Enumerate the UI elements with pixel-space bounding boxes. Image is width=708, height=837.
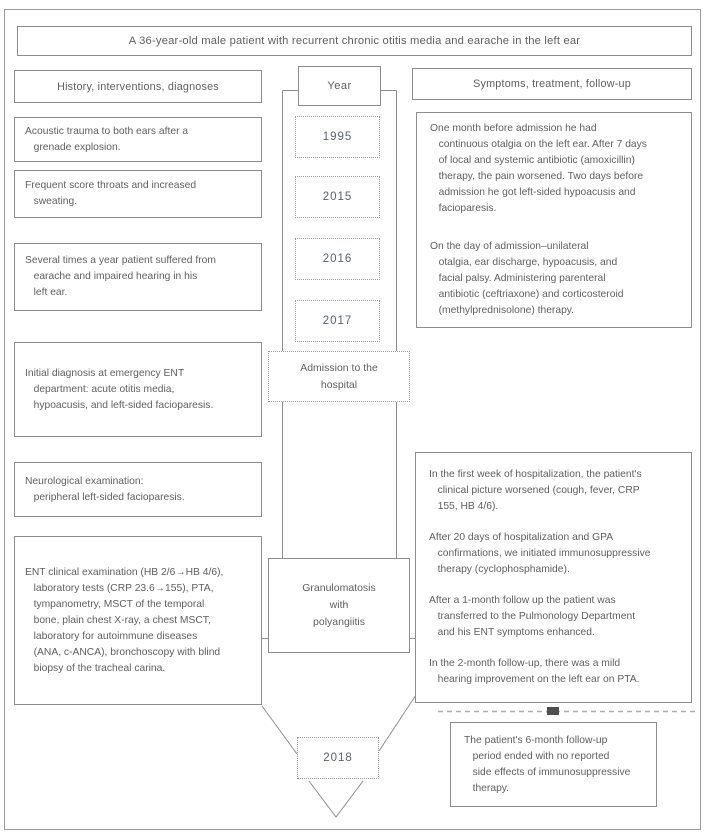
history-box-text: Frequent score throats and increased swe… [25,180,197,207]
history-box-text: Initial diagnosis at emergency ENT depar… [25,367,214,411]
history-box-neurological-exam: Neurological examination: peripheral lef… [14,462,262,517]
history-box-initial-diagnosis: Initial diagnosis at emergency ENT depar… [14,342,262,437]
history-box-text: Acoustic trauma to both ears after a gre… [25,125,189,153]
right-column-header-text: Symptoms, treatment, follow-up [473,78,631,90]
symptoms-paragraph: In the 2-month follow-up, there was a mi… [429,658,640,685]
history-box-text: ENT clinical examination (HB 2/6→HB 4/6)… [25,566,224,674]
separator-marker [547,707,559,715]
year-node-2016: 2016 [295,238,380,280]
history-box-acoustic-trauma: Acoustic trauma to both ears after a gre… [14,117,262,162]
symptoms-paragraph: In the first week of hospitalization, th… [429,469,642,512]
history-box-text: Several times a year patient suffered fr… [25,255,216,298]
year-column-header: Year [298,66,381,106]
left-column-header-text: History, interventions, diagnoses [57,80,219,93]
follow-up-text: The patient's 6-month follow-up period e… [464,734,631,794]
history-box-sore-throats: Frequent score throats and increased swe… [14,170,262,218]
year-node-2018: 2018 [297,737,379,779]
diagnosis-label: Granulomatosis with polyangiitis [302,582,376,628]
funnel-right-line [378,694,417,752]
year-label: 2017 [322,315,353,327]
funnel-left-line [261,705,298,755]
title-box: A 36-year-old male patient with recurren… [17,26,692,56]
year-column-header-text: Year [327,80,352,92]
history-box-text: Neurological examination: peripheral lef… [25,475,185,503]
symptoms-paragraph: On the day of admission–unilateral otalg… [430,241,624,316]
follow-up-box: The patient's 6-month follow-up period e… [450,722,657,807]
symptoms-paragraph: After 20 days of hospitalization and GPA… [429,532,651,575]
year-node-2017: 2017 [295,300,380,342]
year-label: 1995 [322,131,353,143]
year-label: 2015 [322,191,353,203]
diagnosis-node: Granulomatosis with polyangiitis [268,558,410,653]
figure-border [4,9,701,830]
admission-node: Admission to the hospital [268,351,410,402]
year-label: 2016 [322,253,353,265]
left-column-header: History, interventions, diagnoses [14,70,262,103]
year-node-2015: 2015 [295,176,380,218]
down-arrow-icon [308,780,364,818]
symptoms-paragraph: After a 1-month follow up the patient wa… [429,595,636,638]
year-label: 2018 [323,752,353,764]
history-box-earache: Several times a year patient suffered fr… [14,243,262,311]
admission-label: Admission to the hospital [300,361,378,391]
year-node-1995: 1995 [295,116,380,158]
symptoms-box-before-admission: One month before admission he had contin… [416,112,692,328]
right-column-header: Symptoms, treatment, follow-up [412,68,692,100]
symptoms-paragraph: One month before admission he had contin… [430,123,647,214]
title-text: A 36-year-old male patient with recurren… [128,35,581,47]
history-box-ent-examination: ENT clinical examination (HB 2/6→HB 4/6)… [14,536,262,705]
symptoms-box-hospitalization: In the first week of hospitalization, th… [415,452,692,703]
